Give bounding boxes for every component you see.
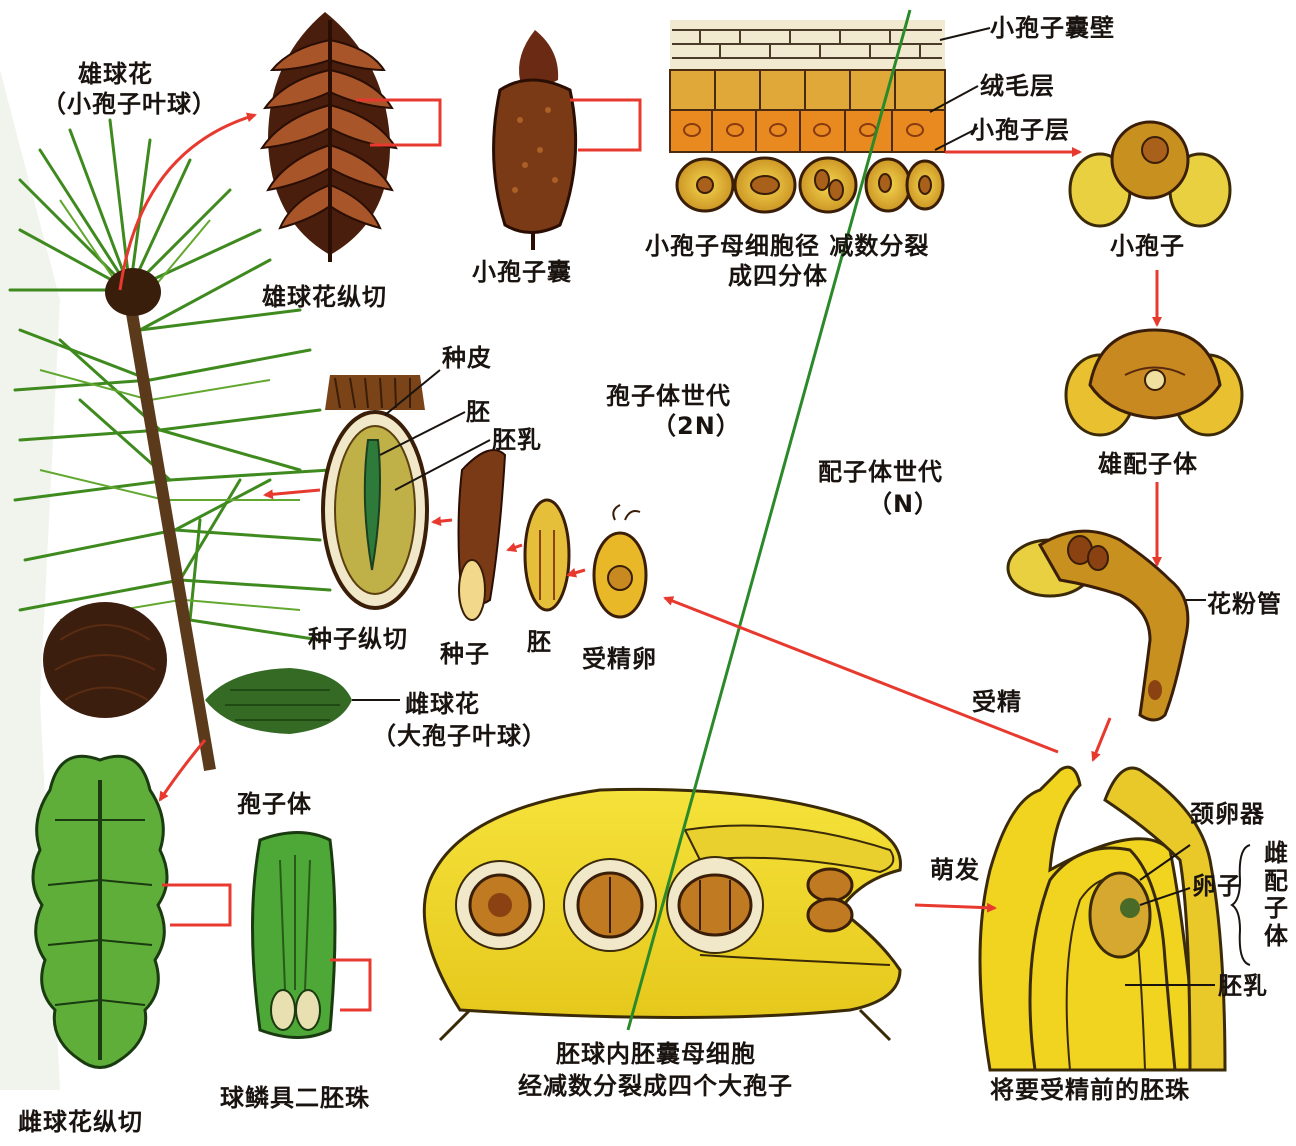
endosperm-top-label: 胚乳 (492, 426, 542, 455)
female-cone-section-label: 雌球花纵切 (18, 1108, 143, 1137)
female-gametophyte-label: 雌配子体 (1264, 840, 1290, 950)
scale-two-ovules-label: 球鳞具二胚珠 (220, 1084, 370, 1113)
zygote-drawing (594, 505, 646, 617)
zygote-label: 受精卵 (582, 645, 657, 674)
microspore-drawing (1070, 122, 1230, 226)
microsporangium-drawing (494, 30, 640, 250)
microspore-mother-label-1: 小孢子母细胞径 减数分裂 (645, 232, 929, 261)
microsporangium-label: 小孢子囊 (472, 258, 572, 287)
sporophyte-generation-label: 孢子体世代 (606, 382, 731, 411)
gametophyte-generation-ploidy: （N） (868, 490, 939, 519)
embryo-top-label: 胚 (466, 398, 491, 427)
embryo-drawing (525, 500, 569, 610)
megaspore-label-2: 经减数分裂成四个大孢子 (518, 1072, 793, 1101)
seed-drawing (459, 450, 506, 620)
pollen-tube-label: 花粉管 (1207, 590, 1282, 619)
seed-label: 种子 (440, 640, 490, 669)
endosperm-bottom-label: 胚乳 (1218, 972, 1268, 1001)
microspore-layer-label: 小孢子层 (970, 116, 1070, 145)
ovuliferous-scale-drawing (253, 833, 371, 1038)
male-gametophyte-label: 雄配子体 (1098, 450, 1198, 479)
female-cone-label: 雌球花 (405, 690, 480, 719)
microspore-mother-label-2: 成四分体 (728, 262, 828, 291)
seed-section-label: 种子纵切 (308, 625, 408, 654)
microsporangium-wall-label: 小孢子囊壁 (990, 14, 1115, 43)
megaspore-label-1: 胚球内胚囊母细胞 (556, 1040, 756, 1069)
gametophyte-generation-label: 配子体世代 (818, 458, 943, 487)
egg-label: 卵子 (1192, 872, 1242, 901)
seed-coat-label: 种皮 (442, 344, 492, 373)
microsporangium-tissue-drawing (670, 20, 990, 212)
ovule-megaspore-drawing (424, 789, 900, 1040)
female-cone-sublabel: （大孢子叶球） (372, 722, 547, 751)
male-cone-sublabel: （小孢子叶球） (42, 90, 217, 119)
male-gametophyte-drawing (1066, 330, 1242, 435)
embryo-label: 胚 (527, 628, 552, 657)
ovule-before-fertilization-label: 将要受精前的胚珠 (990, 1076, 1190, 1105)
germination-label: 萌发 (930, 856, 980, 885)
sporophyte-generation-ploidy: （2N） (652, 412, 741, 441)
fertilization-label: 受精 (972, 688, 1022, 717)
male-cone-section-label: 雄球花纵切 (262, 283, 387, 312)
male-cone-section-drawing (262, 12, 440, 262)
microspore-label: 小孢子 (1110, 232, 1185, 261)
female-cone-section-drawing (33, 756, 230, 1067)
sporophyte-label: 孢子体 (237, 790, 312, 819)
archegonium-label: 颈卵器 (1190, 800, 1265, 829)
male-cone-label: 雄球花 (78, 60, 153, 89)
pollen-tube-drawing (1008, 531, 1206, 720)
tapetum-label: 绒毛层 (980, 72, 1055, 101)
